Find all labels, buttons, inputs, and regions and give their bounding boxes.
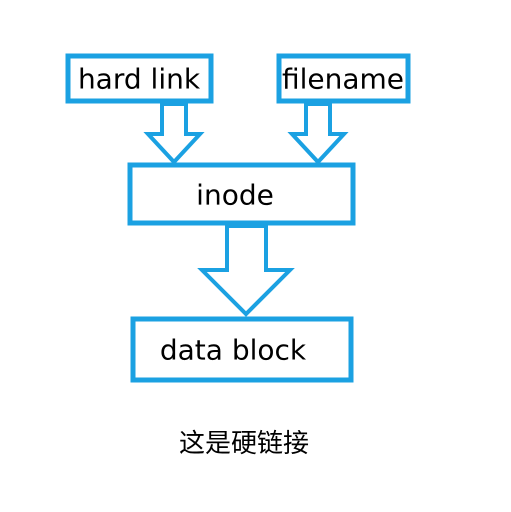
hard-link-to-inode-arrow [143,102,205,165]
filename-box [276,53,411,104]
inode-box [127,162,356,226]
filename-node: filename [276,53,411,104]
inode-node: inode [127,162,356,226]
hard-link-label: hard link [78,63,201,96]
data-block-node: data block [130,316,354,383]
hard-link-box [65,53,214,104]
filename-label: filename [282,63,404,96]
inode-to-data-block-arrow [197,224,295,317]
data-block-label: data block [160,334,307,367]
hard-link-node: hard link [65,53,214,104]
caption: 这是硬链接 [179,429,309,459]
inode-label: inode [196,179,274,212]
data-block-box [130,316,354,383]
filename-to-inode-arrow [287,102,349,165]
